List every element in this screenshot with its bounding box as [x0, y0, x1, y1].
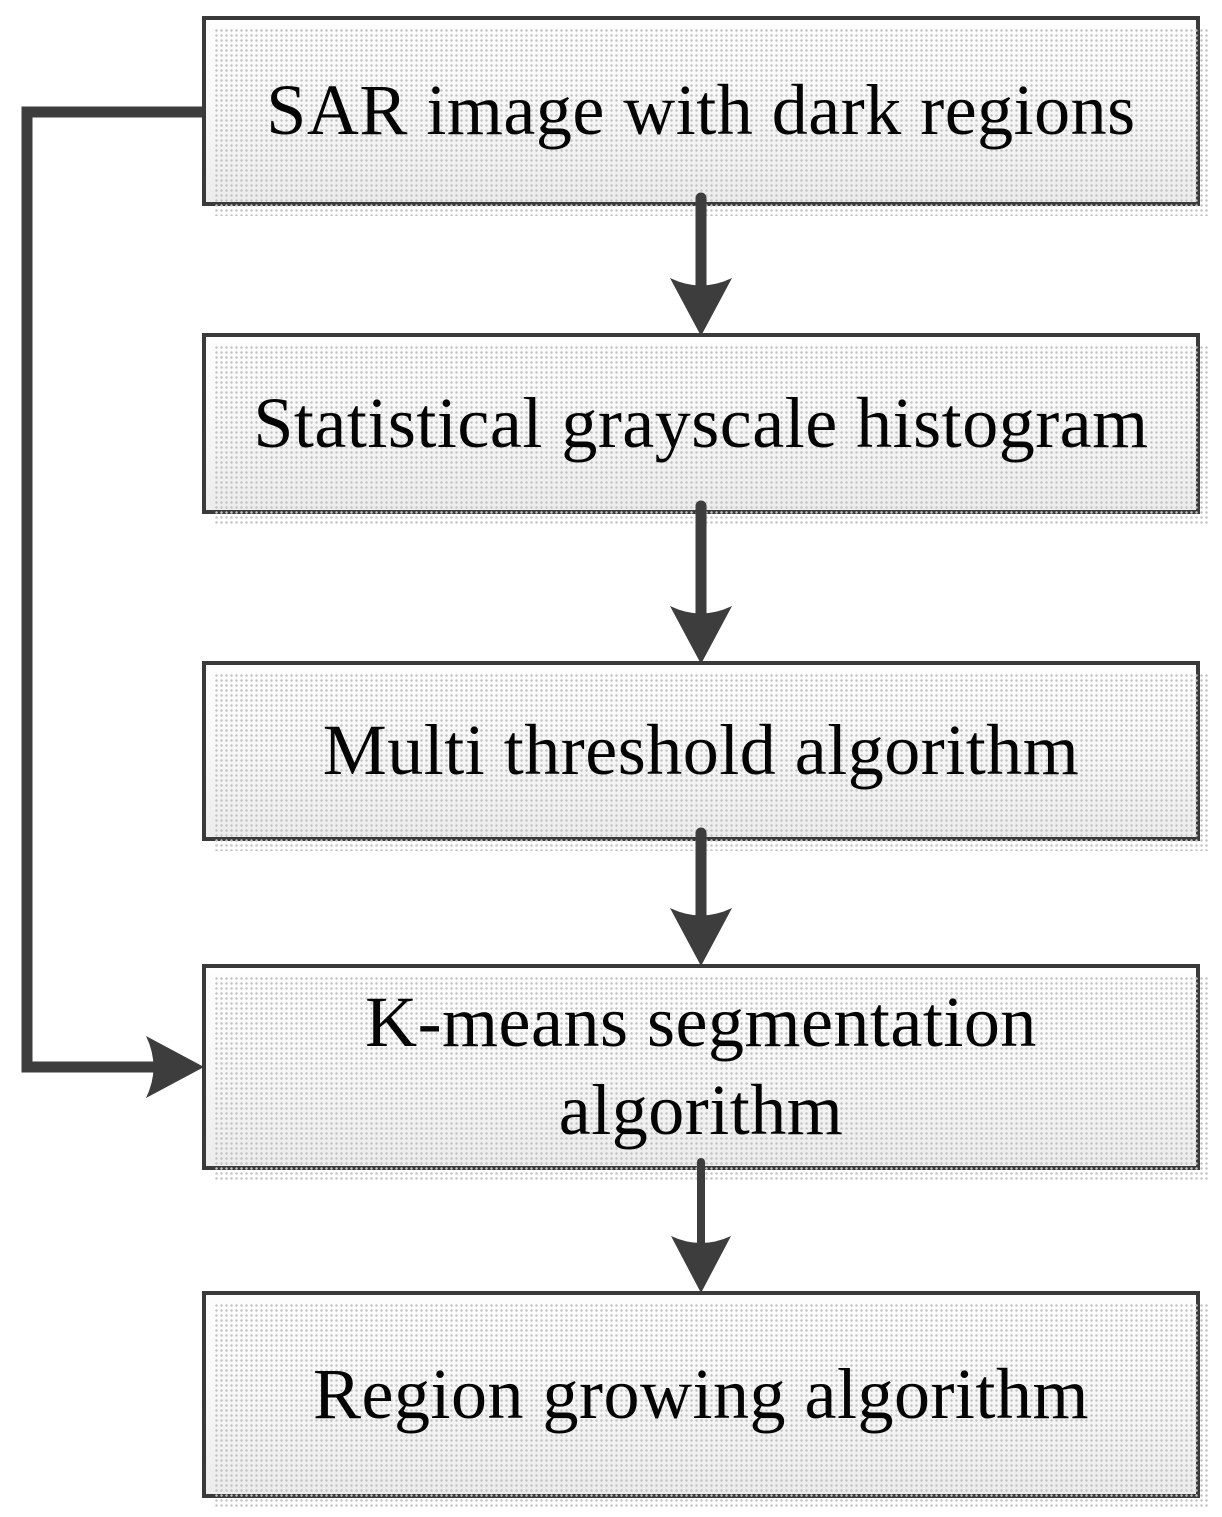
flow-node-label: Region growing algorithm: [313, 1353, 1089, 1434]
flow-node-label-line2: algorithm: [558, 1070, 844, 1150]
arrow-down-1-icon: [670, 192, 732, 336]
arrow-down-4-icon: [671, 1158, 731, 1293]
arrow-down-3-icon: [670, 827, 732, 966]
arrow-down-2-icon: [670, 500, 732, 664]
flow-node-multi-threshold: Multi threshold algorithm: [202, 661, 1210, 851]
flow-node-statistical-histogram: Statistical grayscale histogram: [202, 333, 1210, 524]
flow-node-region-growing: Region growing algorithm: [202, 1291, 1210, 1508]
flow-node-label: SAR image with dark regions: [266, 70, 1136, 151]
feedback-elbow-arrow-icon: [21, 106, 204, 1098]
flow-node-label: Statistical grayscale histogram: [253, 382, 1149, 463]
flow-node-label: Multi threshold algorithm: [322, 710, 1080, 791]
flow-node-label-line1: K-means segmentation: [365, 982, 1037, 1063]
flow-node-sar-image: SAR image with dark regions: [202, 16, 1210, 216]
